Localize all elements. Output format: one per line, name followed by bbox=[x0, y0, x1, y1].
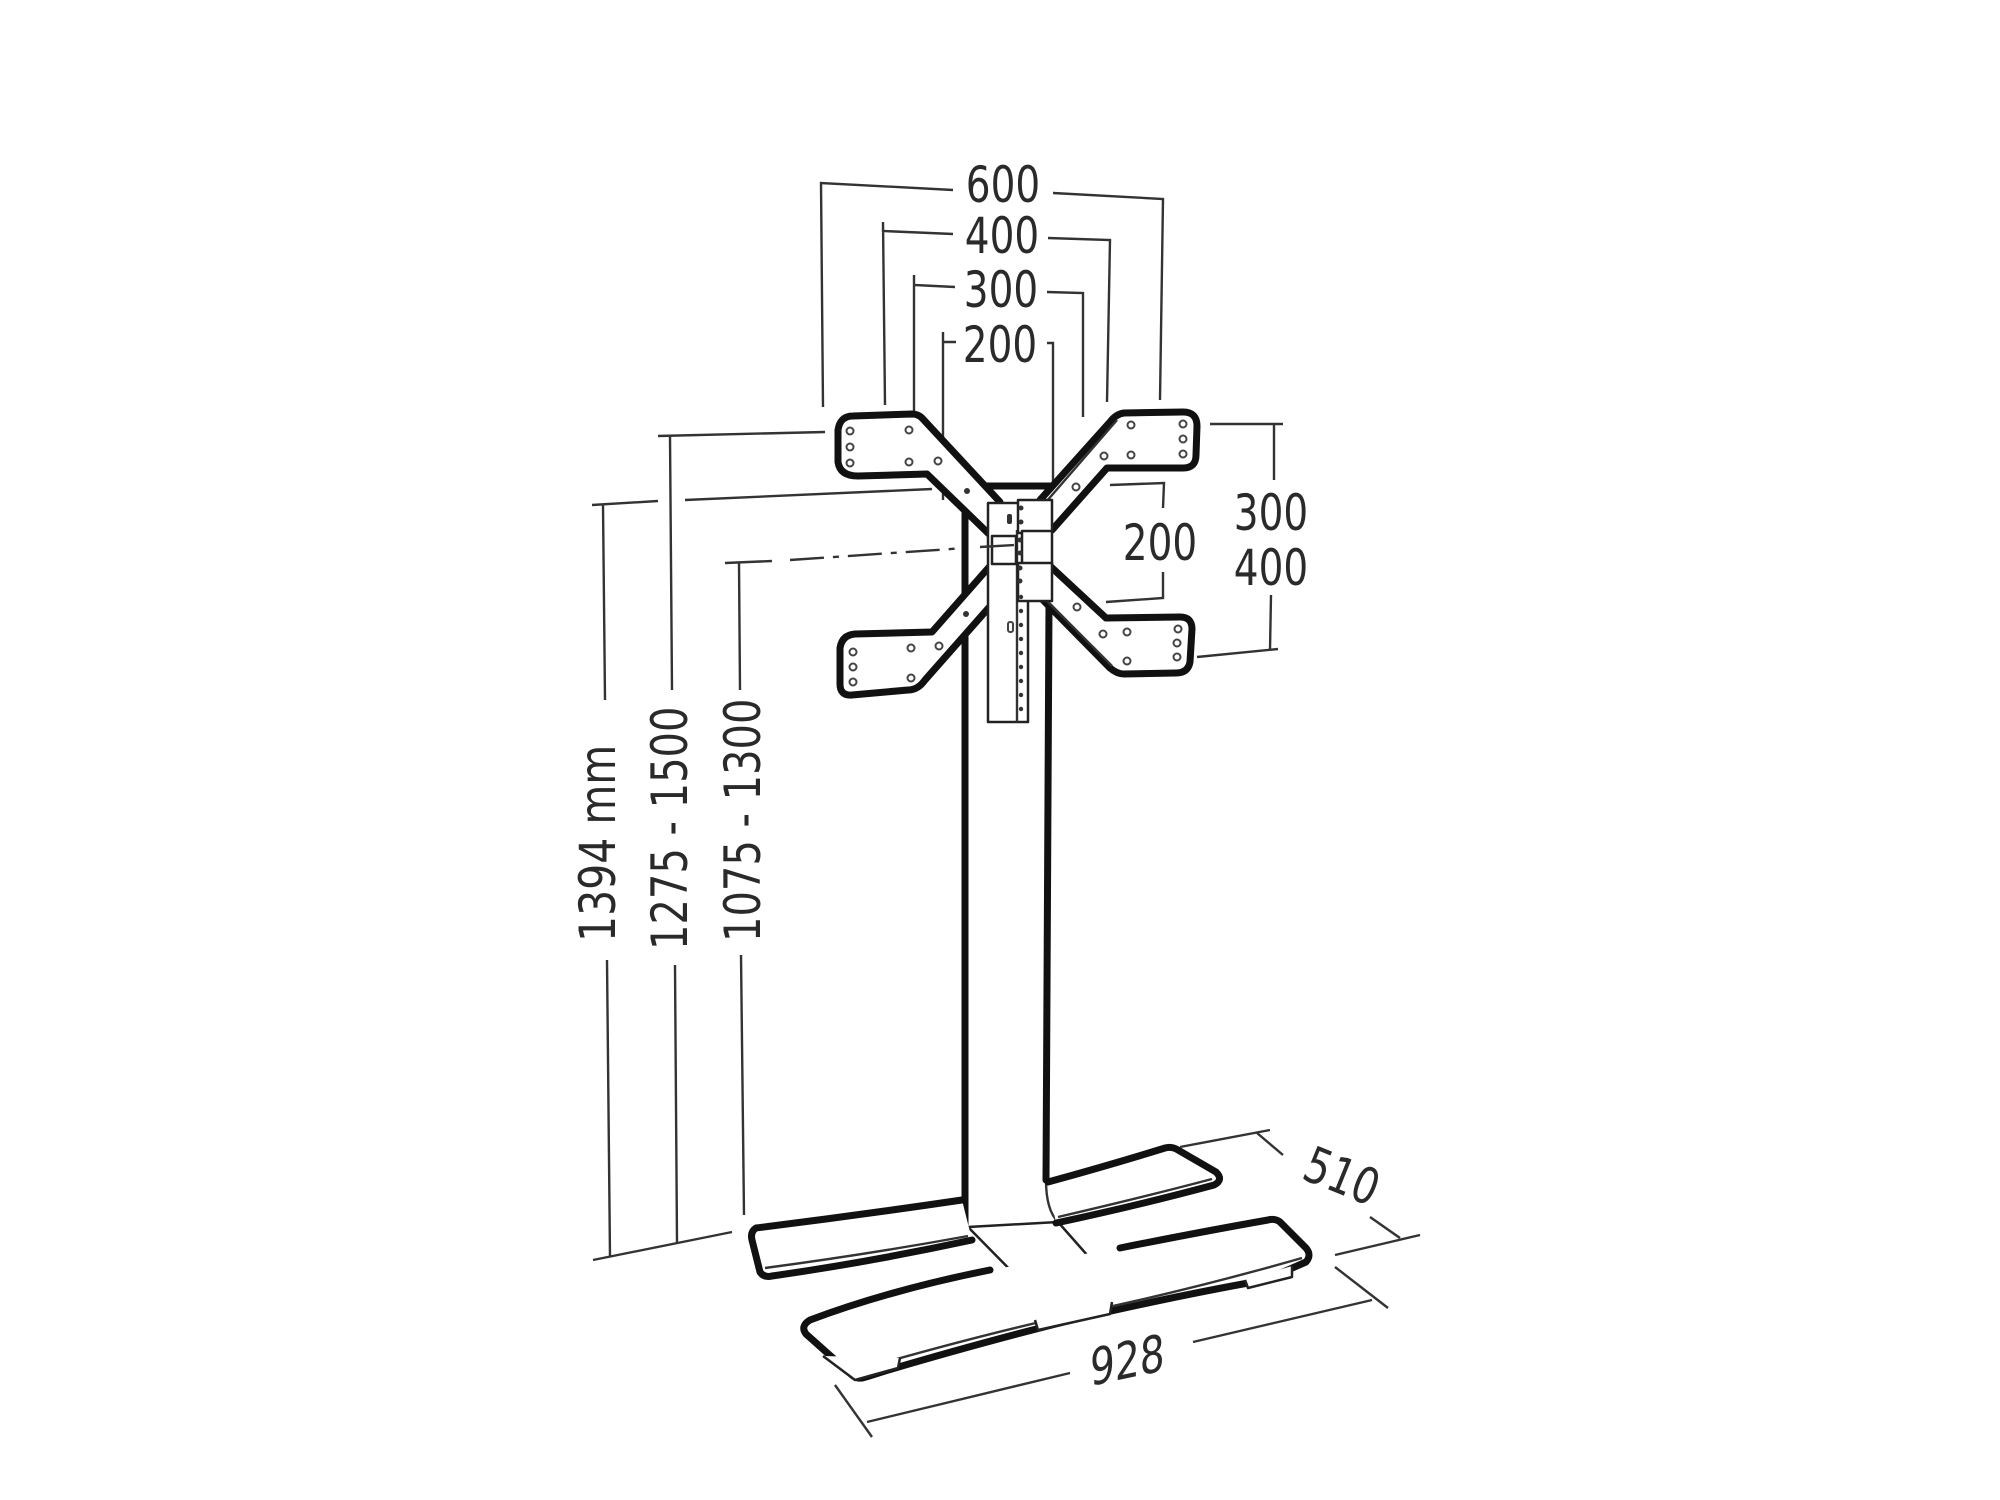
base-width-label: 928 bbox=[1090, 1322, 1165, 1398]
vesa-horizontal-dimensions: 600 400 300 200 bbox=[819, 155, 1165, 500]
vesa-bracket bbox=[834, 408, 1201, 724]
dimension-label-600: 600 bbox=[966, 155, 1040, 214]
vesa-vertical-dimensions: 200 300 400 bbox=[1105, 422, 1308, 659]
center-line bbox=[979, 543, 1016, 549]
foot-back-right bbox=[1044, 1143, 1223, 1227]
dimension-label-200: 200 bbox=[963, 315, 1037, 374]
height-label-range-lower: 1075 - 1300 bbox=[714, 699, 773, 942]
height-label-total: 1394 mm bbox=[569, 745, 627, 942]
base bbox=[748, 1143, 1313, 1382]
bracket-arm-top-left bbox=[834, 410, 1004, 539]
dimension-400: 400 bbox=[881, 206, 1112, 406]
bracket-holes bbox=[845, 419, 1188, 712]
base-depth-label: 510 bbox=[1295, 1135, 1388, 1218]
vertical-label-300: 300 bbox=[1234, 483, 1308, 542]
dimension-label-400: 400 bbox=[965, 206, 1039, 265]
dimension-label-300: 300 bbox=[964, 260, 1038, 319]
foot-back-left bbox=[748, 1196, 976, 1280]
vertical-label-200: 200 bbox=[1123, 513, 1197, 572]
bracket-hub bbox=[986, 498, 1054, 724]
bracket-arm-bottom-right bbox=[1036, 562, 1196, 678]
dimension-200: 200 bbox=[941, 315, 1055, 500]
dimension-600: 600 bbox=[819, 155, 1165, 408]
dimension-300: 300 bbox=[912, 260, 1085, 432]
vertical-label-400: 400 bbox=[1234, 538, 1308, 597]
bracket-arm-top-right bbox=[1036, 408, 1201, 534]
bracket-arm-bottom-left bbox=[836, 562, 1004, 699]
height-dimensions: 1394 mm 1275 - 1500 1075 - 1300 bbox=[569, 430, 981, 1262]
height-label-range-upper: 1275 - 1500 bbox=[641, 707, 700, 950]
